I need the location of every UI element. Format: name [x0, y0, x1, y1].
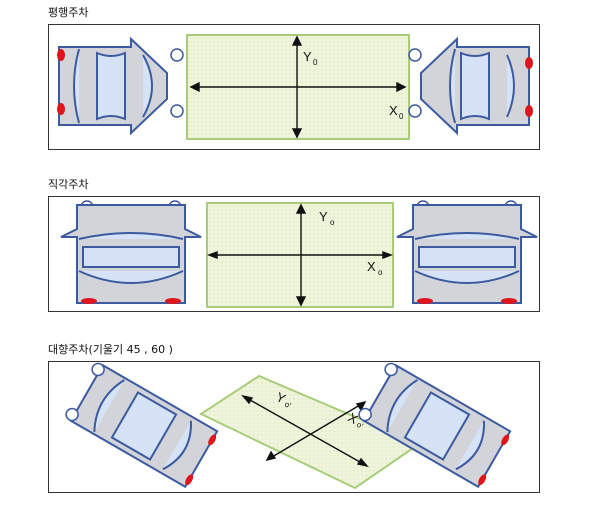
perpendicular-parking-panel: Y o X o [48, 196, 540, 312]
axis-arrows [207, 203, 393, 307]
y-axis-sub: o [330, 218, 335, 227]
parallel-parking-panel: Y 0 X 0 [48, 24, 540, 150]
y-axis-sub: 0 [313, 58, 318, 67]
section-title-parallel: 평행주차 [48, 6, 89, 19]
x-axis-label: X [389, 103, 398, 118]
section-title-angled: 대향주차(기울기 45 , 60 ) [48, 343, 173, 356]
axis-arrows [189, 35, 407, 139]
car-left-icon [57, 36, 184, 136]
y-axis-sub: o' [283, 400, 293, 411]
x-axis-sub: o [378, 268, 383, 277]
car-right-icon [396, 200, 538, 304]
y-axis-label: Y [303, 49, 312, 64]
axis-arrows [241, 394, 369, 468]
car-right-icon [358, 362, 512, 489]
car-right-icon [408, 36, 533, 136]
angled-parking-panel: Y o' X o' [48, 361, 540, 493]
y-axis-label: Y [319, 209, 328, 224]
car-left-icon [65, 362, 219, 489]
x-axis-label: X [367, 259, 376, 274]
x-axis-sub: o' [355, 420, 365, 431]
car-left-icon [60, 200, 202, 304]
x-axis-sub: 0 [399, 112, 404, 121]
section-title-perpendicular: 직각주차 [48, 178, 89, 191]
